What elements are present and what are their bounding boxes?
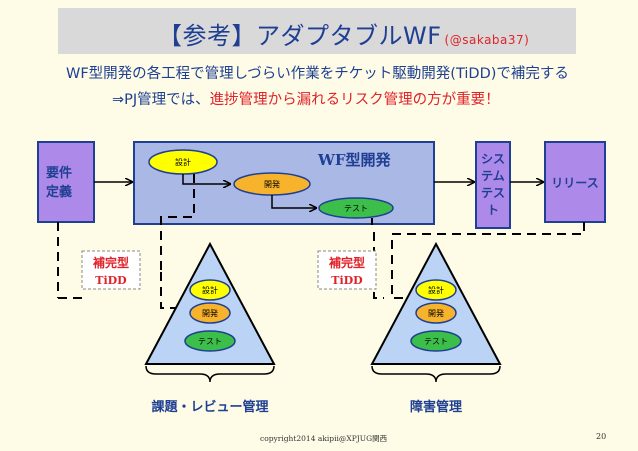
complement-right-box: 補完型 TiDD xyxy=(317,250,377,290)
brace-left xyxy=(145,365,275,383)
brace-right xyxy=(371,365,501,383)
pyramid-left-develop-node xyxy=(189,302,231,324)
dashed-left-inner xyxy=(160,174,195,272)
subtitle-line2-prefix: ⇒PJ管理では、 xyxy=(112,92,210,108)
pyramid-left: 設計 開発 テスト xyxy=(144,241,276,365)
pyramid-right-develop-label: 開発 xyxy=(428,309,444,318)
wf-design-node: 設計 xyxy=(148,149,218,175)
footer-copyright: copyright2014 akipii@XPJUG関西 xyxy=(260,434,388,443)
pyramid-left-label: 課題・レビュー管理 xyxy=(151,399,268,415)
pyramid-right-design-node xyxy=(415,279,457,301)
wf-design-label: 設計 xyxy=(175,157,191,167)
release-box: リリース xyxy=(544,141,606,223)
subtitle-line2: ⇒PJ管理では、進捗管理から漏れるリスク管理の方が重要！ xyxy=(112,88,500,109)
pyramid-left-design-label: 設計 xyxy=(202,285,218,295)
pyramid-left-test-label: テスト xyxy=(198,337,222,346)
page-number: 20 xyxy=(596,432,607,441)
title-bar: 【参考】アダプタブルWF(@sakaba37) xyxy=(58,8,576,54)
complement-left-title: 補完型 xyxy=(92,255,129,270)
complement-right-title: 補完型 xyxy=(328,255,365,270)
system-test-label-2: テム xyxy=(481,169,505,183)
develop-to-test-arrow xyxy=(271,195,316,208)
pyramid-right-label: 障害管理 xyxy=(410,399,462,415)
complement-right-sub: TiDD xyxy=(331,274,363,287)
complement-left-box: 補完型 TiDD xyxy=(81,250,141,290)
system-test-box: シス テム テス ト xyxy=(475,141,511,229)
pyramid-left-develop-label: 開発 xyxy=(202,309,218,318)
title-main: 【参考】アダプタブルWF xyxy=(158,22,442,50)
requirements-label-2: 定義 xyxy=(45,184,72,200)
requirements-box: 要件 定義 xyxy=(37,141,95,223)
title-credit: (@sakaba37) xyxy=(444,33,530,47)
system-test-label-4: ト xyxy=(487,203,499,217)
pyramid-left-design-node xyxy=(189,279,231,301)
dashed-release-to-right-pyramid xyxy=(391,222,585,298)
pyramid-right-test-node xyxy=(410,330,462,352)
release-label: リリース xyxy=(551,176,598,190)
page-title: 【参考】アダプタブルWF(@sakaba37) xyxy=(158,16,529,51)
wf-develop-label: 開発 xyxy=(264,180,280,189)
pyramid-left-test-node xyxy=(184,330,236,352)
wf-test-label: テスト xyxy=(344,204,368,213)
pyramid-right-develop-node xyxy=(415,302,457,324)
complement-left-sub: TiDD xyxy=(95,274,127,287)
requirements-label-1: 要件 xyxy=(46,165,72,181)
wf-label: WF型開発 xyxy=(317,151,391,169)
pyramid-right-design-label: 設計 xyxy=(428,285,444,295)
design-to-develop-arrow xyxy=(182,174,230,184)
subtitle-line2-emphasis: 進捗管理から漏れるリスク管理の方が重要！ xyxy=(209,92,500,108)
pyramid-right: 設計 開発 テスト xyxy=(370,241,502,365)
wf-test-node: テスト xyxy=(318,197,394,219)
pyramid-right-test-label: テスト xyxy=(424,337,448,346)
wf-develop-node: 開発 xyxy=(233,172,311,196)
subtitle-line1: WF型開発の各工程で管理しづらい作業をチケット駆動開発(TiDD)で補完する xyxy=(66,66,569,82)
system-test-label-3: テス xyxy=(481,186,505,200)
system-test-label-1: シス xyxy=(481,152,505,166)
